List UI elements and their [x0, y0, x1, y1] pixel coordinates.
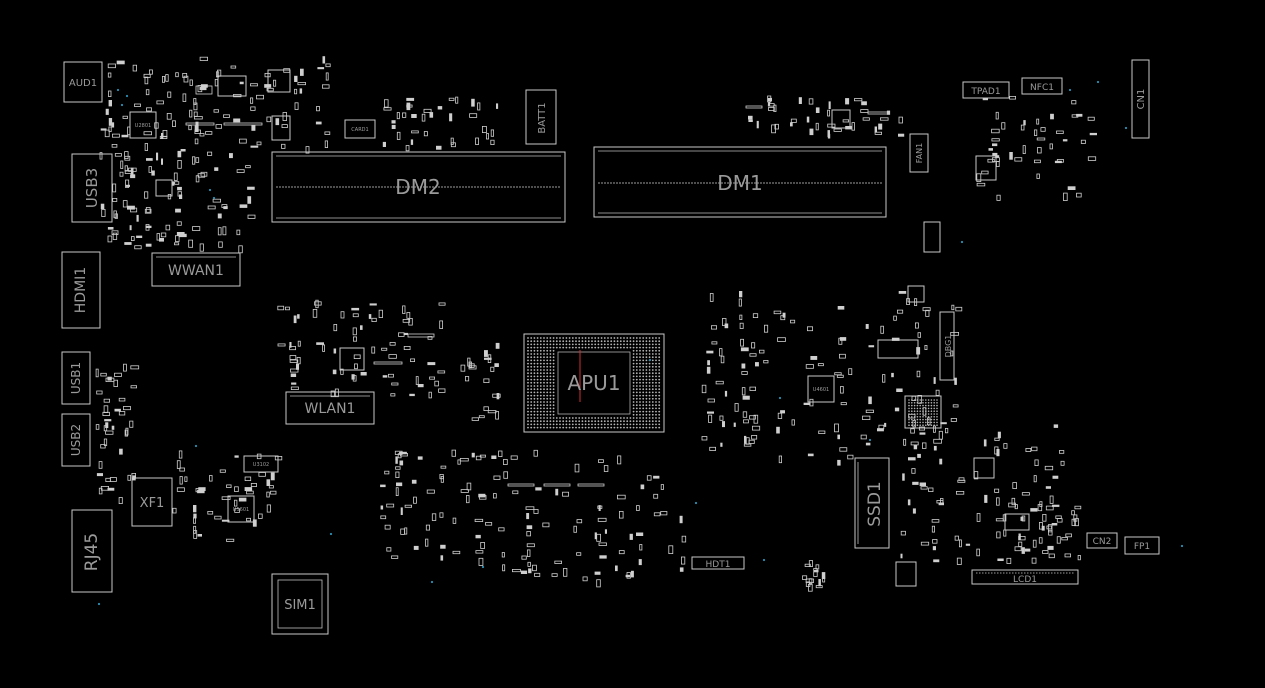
connector-cn2[interactable]: CN2 [1086, 532, 1118, 549]
slot-wlan1[interactable]: WLAN1 [285, 391, 375, 425]
bga-right-array [908, 399, 938, 427]
label-usb1: USB1 [69, 362, 83, 394]
connector-usb2[interactable]: USB2 [61, 413, 91, 467]
label-dm2: DM2 [395, 175, 440, 199]
label-wwan1: WWAN1 [168, 263, 224, 279]
vias [97, 80, 1184, 606]
label-wlan1: WLAN1 [305, 401, 356, 417]
ic-u5601[interactable]: U5601 [227, 495, 255, 523]
connector-nfc1[interactable]: NFC1 [1021, 77, 1063, 95]
label-xf1: XF1 [140, 496, 165, 511]
label-rj45: RJ45 [82, 533, 102, 571]
label-u3102: U3102 [253, 462, 269, 468]
memory-slot-dm2[interactable]: DM2 [271, 151, 566, 223]
label-cn1: CN1 [1136, 89, 1147, 110]
connector-usb1[interactable]: USB1 [61, 351, 91, 405]
connector-lcd1[interactable]: LCD1 [971, 569, 1079, 585]
label-card1: CARD1 [351, 127, 368, 133]
connector-usb3[interactable]: USB3 [71, 153, 113, 223]
label-ssd1: SSD1 [865, 481, 885, 527]
ic-u4601[interactable]: U4601 [807, 375, 835, 403]
label-nfc1: NFC1 [1030, 83, 1054, 93]
label-fp1: FP1 [1134, 542, 1150, 552]
label-lcd1: LCD1 [1013, 575, 1037, 585]
label-usb2: USB2 [69, 424, 83, 456]
label-dm1: DM1 [717, 171, 762, 195]
label-sim1: SIM1 [284, 598, 316, 613]
connector-batt1[interactable]: BATT1 [525, 89, 557, 145]
label-fan1: FAN1 [915, 143, 924, 163]
connector-rj45[interactable]: RJ45 [71, 509, 113, 593]
memory-slot-dm1[interactable]: DM1 [593, 146, 887, 218]
passive-components [95, 56, 1097, 592]
label-u2801: U2801 [135, 123, 151, 129]
label-u4601: U4601 [813, 387, 829, 393]
ic-unlabeled-top-center [155, 69, 1030, 587]
label-batt1: BATT1 [537, 102, 548, 133]
connector-tpad1[interactable]: TPAD1 [962, 81, 1010, 99]
processor-apu1[interactable]: APU1 [523, 333, 665, 433]
label-hdt1: HDT1 [706, 560, 731, 570]
label-apu1: APU1 [567, 371, 620, 395]
card-reader-card1[interactable]: CARD1 [344, 119, 376, 139]
slot-wwan1[interactable]: WWAN1 [151, 252, 241, 287]
label-usb3: USB3 [83, 168, 101, 208]
slot-sim1[interactable]: SIM1 [271, 573, 329, 635]
connector-hdmi1[interactable]: HDMI1 [61, 251, 101, 329]
label-hdmi1: HDMI1 [73, 267, 89, 313]
apu-bga-array [527, 337, 661, 429]
transformer-xf1[interactable]: XF1 [131, 477, 173, 527]
label-dbg1: DBG1 [944, 335, 953, 358]
label-aud1: AUD1 [69, 78, 97, 89]
connector-hdt1[interactable]: HDT1 [691, 556, 745, 570]
label-u5601: U5601 [233, 507, 249, 513]
ic-u2801[interactable]: U2801 [129, 111, 157, 139]
storage-slot-ssd1[interactable]: SSD1 [854, 457, 890, 549]
connector-aud1[interactable]: AUD1 [63, 61, 103, 103]
connector-fp1[interactable]: FP1 [1124, 536, 1160, 555]
connector-fan1[interactable]: FAN1 [909, 133, 929, 173]
connector-cn1[interactable]: CN1 [1131, 59, 1150, 139]
connector-dbg1[interactable]: DBG1 [939, 311, 955, 381]
ic-bga-right[interactable] [904, 395, 942, 429]
label-tpad1: TPAD1 [970, 87, 1000, 97]
label-cn2: CN2 [1093, 537, 1112, 547]
